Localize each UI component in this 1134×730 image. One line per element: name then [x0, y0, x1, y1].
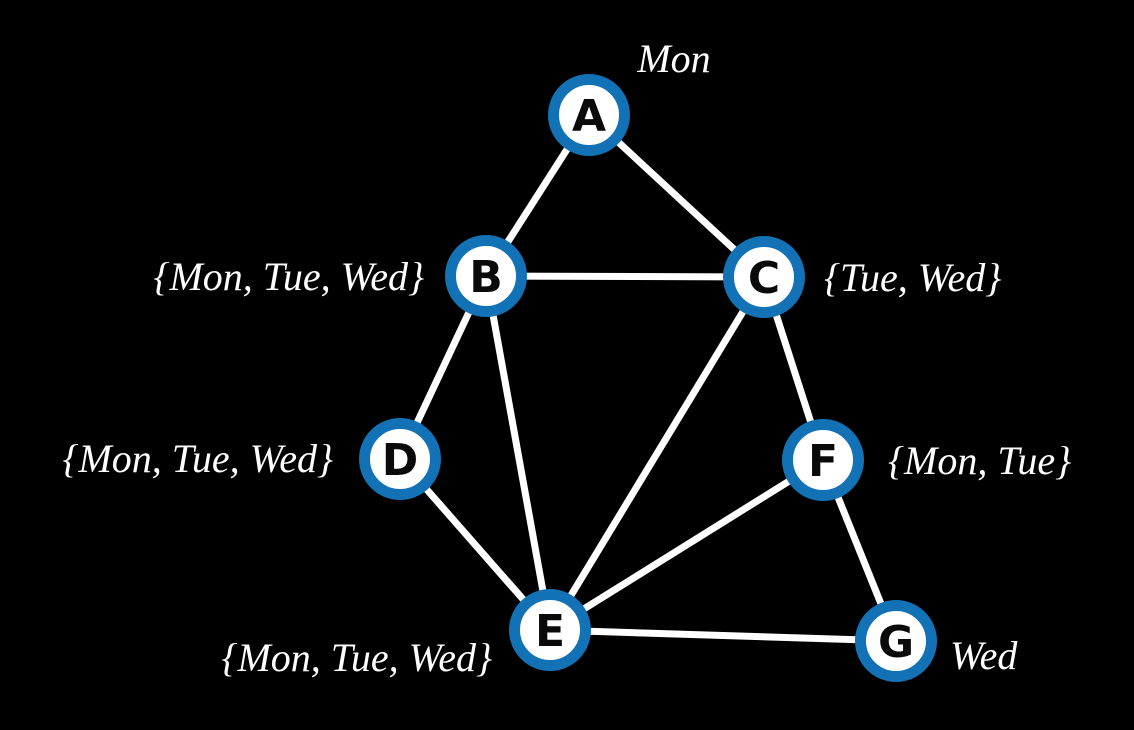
node-letter-D: D — [382, 435, 419, 486]
graph-node-B: B — [445, 235, 527, 317]
node-domain-label-C: {Tue, Wed} — [824, 255, 1001, 300]
node-domain-label-B: {Mon, Tue, Wed} — [153, 254, 424, 299]
node-letter-C: C — [748, 253, 780, 304]
node-letter-E: E — [535, 606, 565, 657]
node-domain-label-A: Mon — [636, 36, 710, 81]
graph-node-D: D — [359, 418, 441, 500]
node-domain-label-E: {Mon, Tue, Wed} — [221, 635, 492, 680]
node-domain-label-D: {Mon, Tue, Wed} — [62, 436, 333, 481]
node-circle-D — [359, 418, 441, 500]
graph-edge-E-G — [549, 626, 897, 645]
node-letter-A: A — [572, 91, 606, 142]
node-domain-label-F: {Mon, Tue} — [888, 438, 1071, 483]
node-circle-E — [509, 589, 591, 671]
node-circle-B — [445, 235, 527, 317]
node-circle-A — [548, 74, 630, 156]
graph-node-E: E — [509, 589, 591, 671]
node-domain-label-G: Wed — [950, 633, 1018, 678]
graph-edge-B-E — [482, 275, 554, 631]
graph-edge-C-E — [547, 275, 767, 632]
graph-edge-B-C — [485, 272, 765, 281]
graph-node-A: A — [548, 74, 630, 156]
graph-node-F: F — [782, 419, 864, 501]
node-circle-F — [782, 419, 864, 501]
graph-node-G: G — [855, 600, 937, 682]
node-circle-C — [723, 236, 805, 318]
node-letter-F: F — [808, 436, 838, 487]
node-circle-G — [855, 600, 937, 682]
graph-edge-E-F — [548, 457, 825, 633]
node-letter-G: G — [878, 617, 914, 668]
graph-node-C: C — [723, 236, 805, 318]
node-letter-B: B — [469, 252, 503, 303]
